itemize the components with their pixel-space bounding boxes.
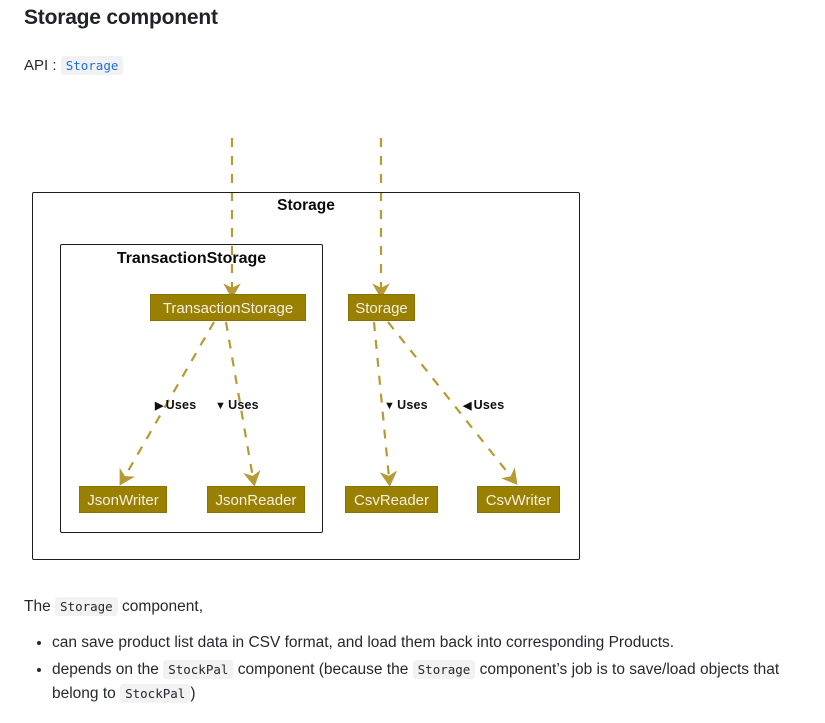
edge-label-uses-csvwriter: ◀Uses (463, 398, 504, 412)
transactionstorage-group-box (60, 244, 323, 533)
node-json-reader[interactable]: JsonReader (207, 486, 305, 513)
triangle-down-icon: ▼ (215, 400, 227, 412)
inline-code-stockpal-1: StockPal (163, 660, 234, 680)
bullet2-c: component’s job is to save/load objects … (52, 661, 780, 703)
inline-code-storage: Storage (55, 597, 118, 616)
edge-label-uses-csvreader: ▼Uses (384, 398, 428, 412)
edge-storage-to-csvreader (372, 321, 398, 487)
edge-label-uses-jsonreader: ▼Uses (215, 398, 259, 412)
intro-paragraph: The Storage component, (24, 595, 804, 619)
bullet1-text: can save product list data in CSV format… (52, 634, 675, 652)
node-storage[interactable]: Storage (348, 294, 415, 321)
edge-transactionstorage-to-jsonreader (224, 321, 261, 487)
storage-group-title: Storage (277, 197, 335, 214)
triangle-down-icon: ▼ (384, 400, 396, 412)
uses-text: Uses (473, 398, 505, 412)
bullet2-a: depends on the (52, 661, 159, 679)
list-item: can save product list data in CSV format… (52, 631, 804, 655)
feature-list: can save product list data in CSV format… (24, 631, 804, 706)
edge-label-uses-jsonwriter: ▶Uses (155, 398, 196, 412)
triangle-left-icon: ◀ (463, 400, 472, 412)
node-csv-writer[interactable]: CsvWriter (477, 486, 560, 513)
page-title: Storage component (24, 6, 218, 29)
intro-after: component, (122, 598, 204, 615)
uses-text: Uses (165, 398, 197, 412)
api-storage-link[interactable]: Storage (60, 56, 124, 75)
api-line: API : Storage (24, 56, 124, 75)
triangle-right-icon: ▶ (155, 400, 164, 412)
edge-storage-to-csvwriter (387, 321, 518, 485)
uses-text: Uses (228, 398, 259, 412)
inline-code-stockpal-2: StockPal (120, 684, 191, 704)
storage-component-diagram: Storage TransactionStorage TransactionSt… (0, 120, 620, 580)
api-label: API : (24, 57, 57, 74)
bullet2-d: ) (190, 685, 196, 703)
node-transaction-storage[interactable]: TransactionStorage (150, 294, 306, 321)
list-item: depends on the StockPal component (becau… (52, 658, 804, 706)
bullet2-b: component (because the (237, 661, 409, 679)
body-text: The Storage component, can save product … (24, 595, 804, 709)
intro-before: The (24, 598, 51, 615)
storage-group-box (32, 192, 580, 560)
transactionstorage-group-title: TransactionStorage (116, 250, 267, 267)
inline-code-storage-2: Storage (412, 660, 476, 680)
node-csv-reader[interactable]: CsvReader (345, 486, 438, 513)
diagram-edges (119, 138, 518, 487)
node-json-writer[interactable]: JsonWriter (79, 486, 167, 513)
edge-transactionstorage-to-jsonwriter (119, 321, 215, 486)
uses-text: Uses (397, 398, 428, 412)
